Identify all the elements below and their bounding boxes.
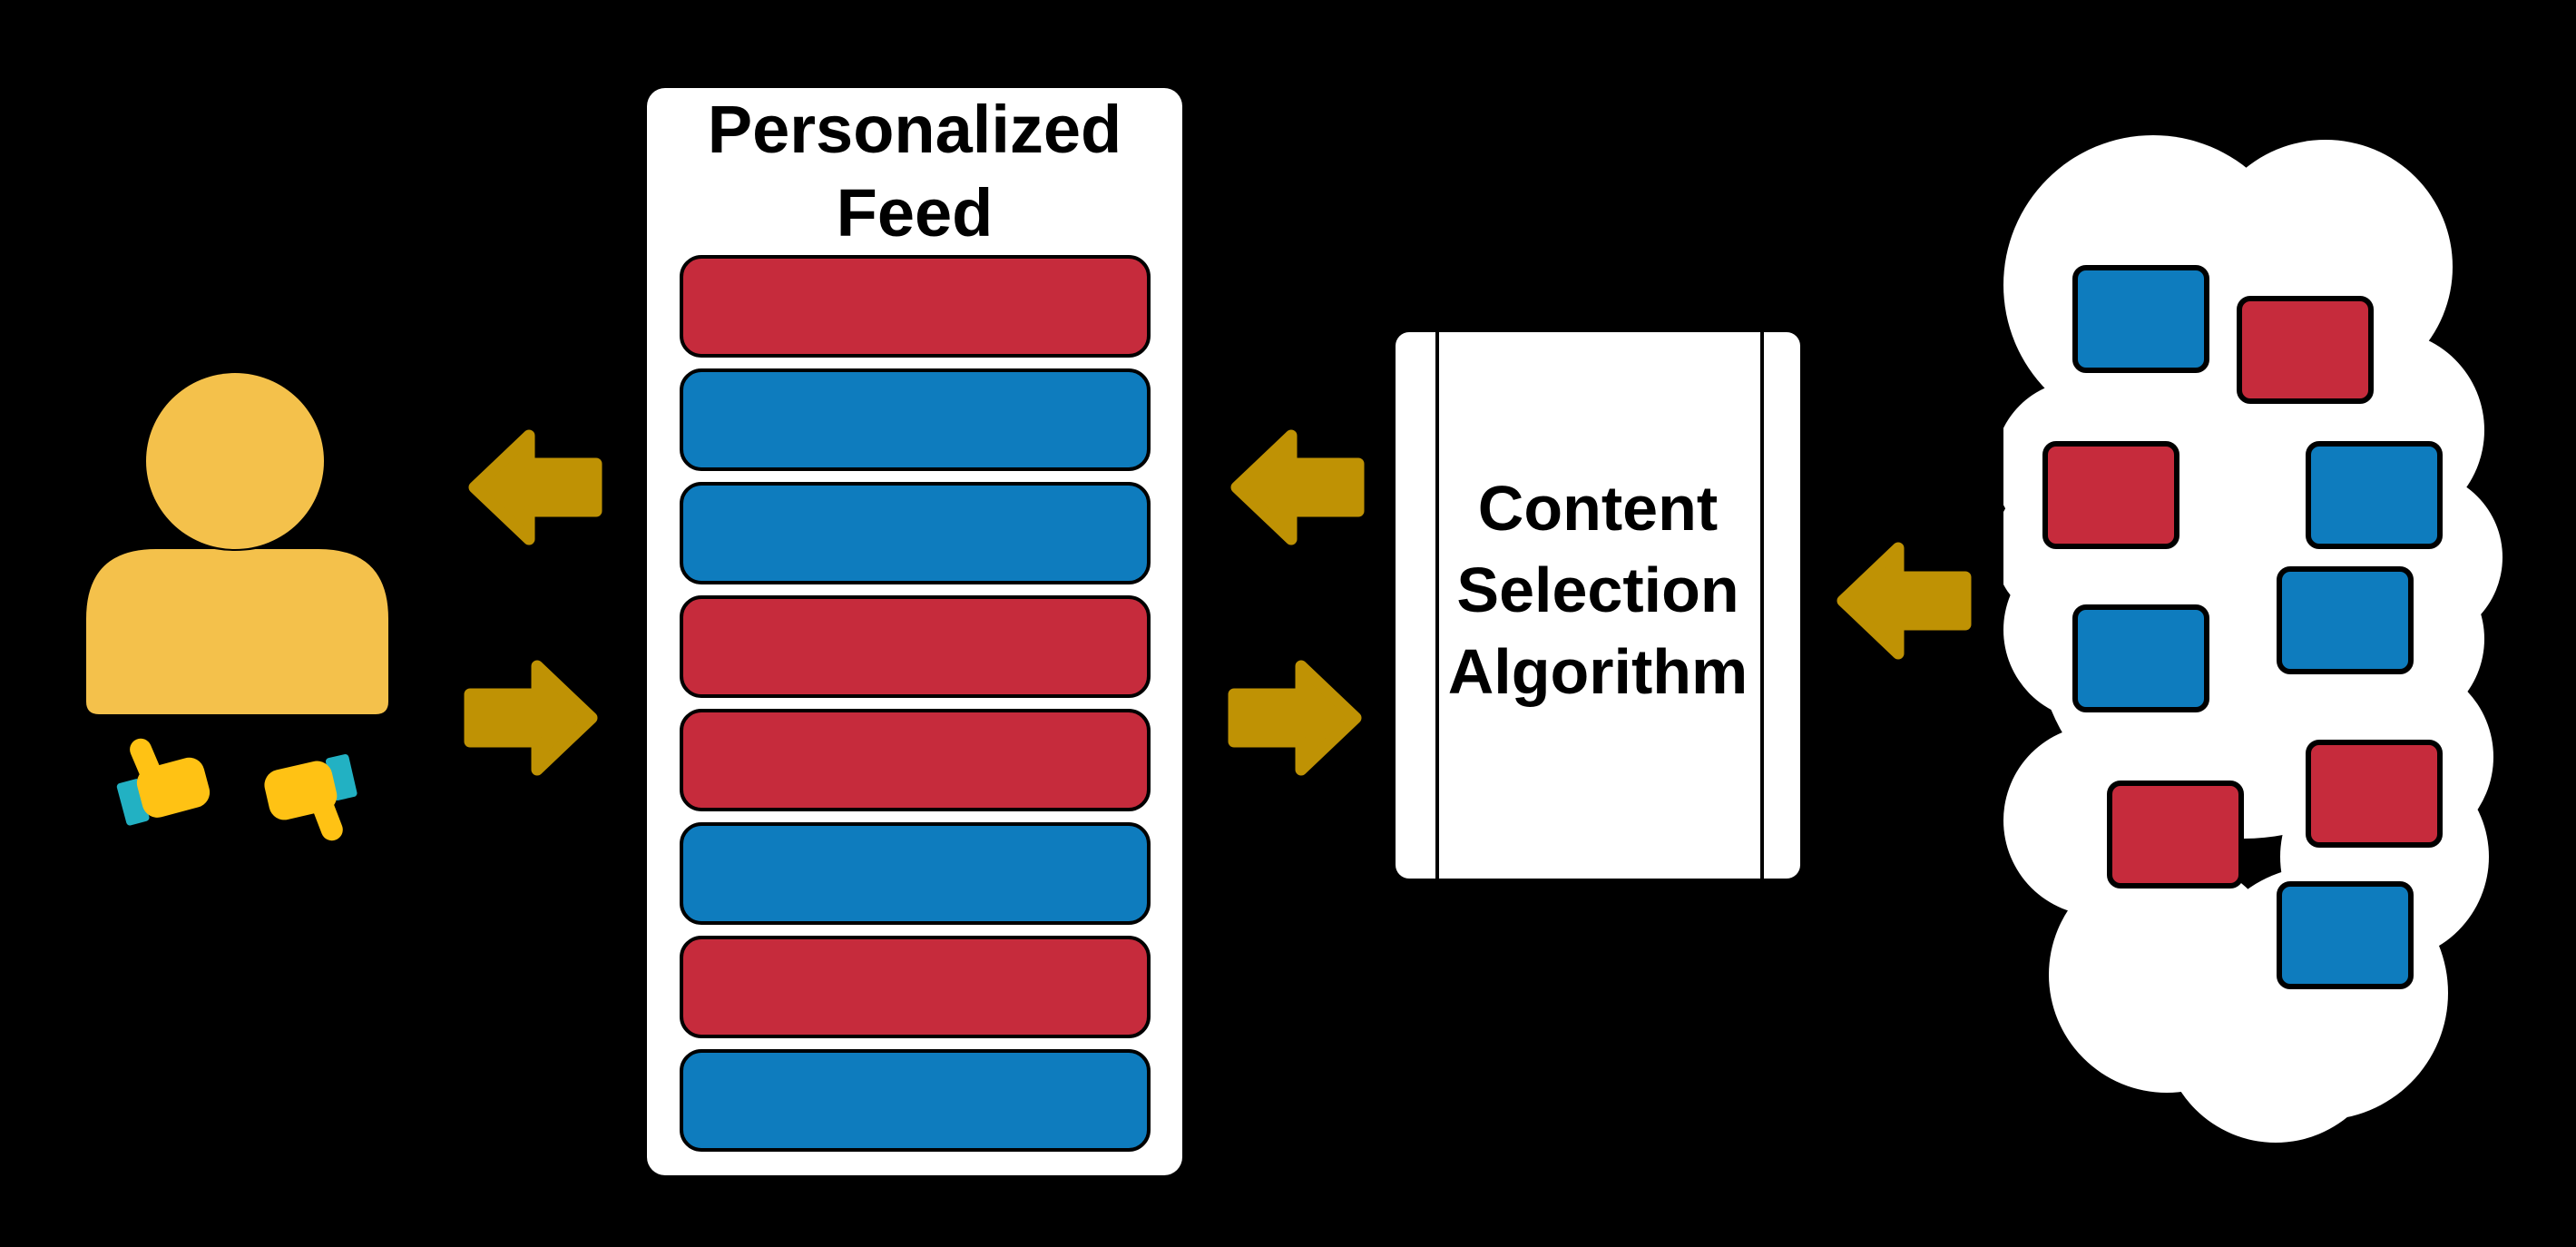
person-head [146, 373, 324, 549]
personalized-feed-panel: Personalized Feed [647, 88, 1182, 1175]
cloud-item-blue [2072, 265, 2209, 373]
cloud-item-blue [2277, 881, 2414, 989]
cloud-icon [2003, 135, 2503, 1143]
algorithm-box-left-rule [1435, 332, 1439, 879]
cloud-item-blue [2306, 441, 2443, 549]
algorithm-box: Content Selection Algorithm [1396, 332, 1800, 879]
cloud-item-red [2107, 781, 2244, 889]
algorithm-box-right-rule [1760, 332, 1764, 879]
cloud-item-red [2306, 740, 2443, 848]
cloud-item-blue [2277, 566, 2414, 674]
cloud-item-red [2042, 441, 2179, 549]
feed-item-blue [679, 482, 1151, 584]
feed-item-red [679, 595, 1151, 698]
feed-item-blue [679, 822, 1151, 925]
algorithm-label: Content Selection Algorithm [1448, 467, 1748, 712]
algorithm-label-line1: Content [1477, 473, 1719, 544]
arrow-feed-to-algorithm-icon [1228, 660, 1362, 776]
person-icon [86, 371, 388, 841]
algorithm-label-line2: Selection [1456, 555, 1739, 625]
arrow-feed-to-user-icon [468, 429, 602, 545]
arrow-user-to-feed-icon [464, 660, 598, 776]
arrow-cloud-to-algorithm-icon [1837, 542, 1972, 660]
feed-item-blue [679, 368, 1151, 471]
feed-title-line2: Feed [836, 175, 994, 250]
thumbs-up-icon [116, 738, 211, 826]
cloud-item-blue [2072, 604, 2209, 712]
feed-item-red [679, 255, 1151, 358]
person-body [86, 549, 388, 714]
cloud-item-group [2042, 265, 2443, 989]
feed-item-red [679, 936, 1151, 1038]
feed-item-red [679, 709, 1151, 811]
thumbs-down-icon [264, 754, 358, 841]
algorithm-label-line3: Algorithm [1447, 636, 1748, 707]
feed-title: Personalized Feed [647, 88, 1182, 255]
feed-item-list [679, 255, 1151, 1152]
feed-title-line1: Personalized [707, 92, 1122, 167]
cloud-item-red [2237, 296, 2374, 404]
feed-item-blue [679, 1049, 1151, 1152]
arrow-algorithm-to-feed-icon [1230, 429, 1365, 545]
